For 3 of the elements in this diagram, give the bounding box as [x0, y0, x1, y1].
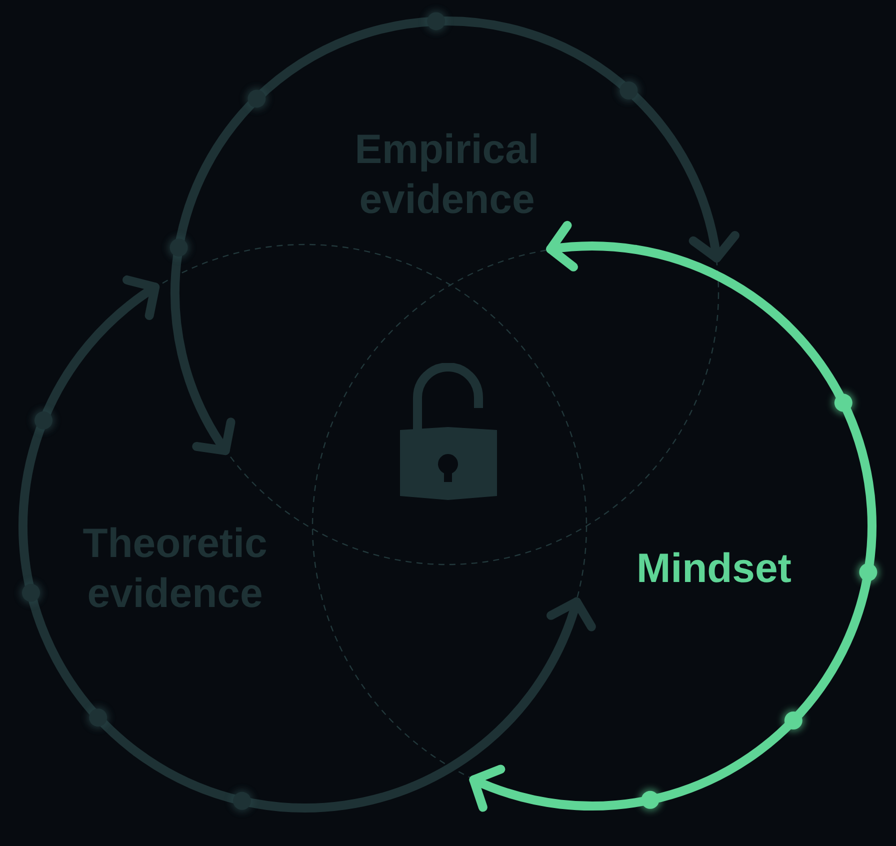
curved-arrow	[17, 275, 160, 757]
circle-label: Mindset	[636, 544, 792, 593]
curved-arrow	[132, 597, 596, 814]
